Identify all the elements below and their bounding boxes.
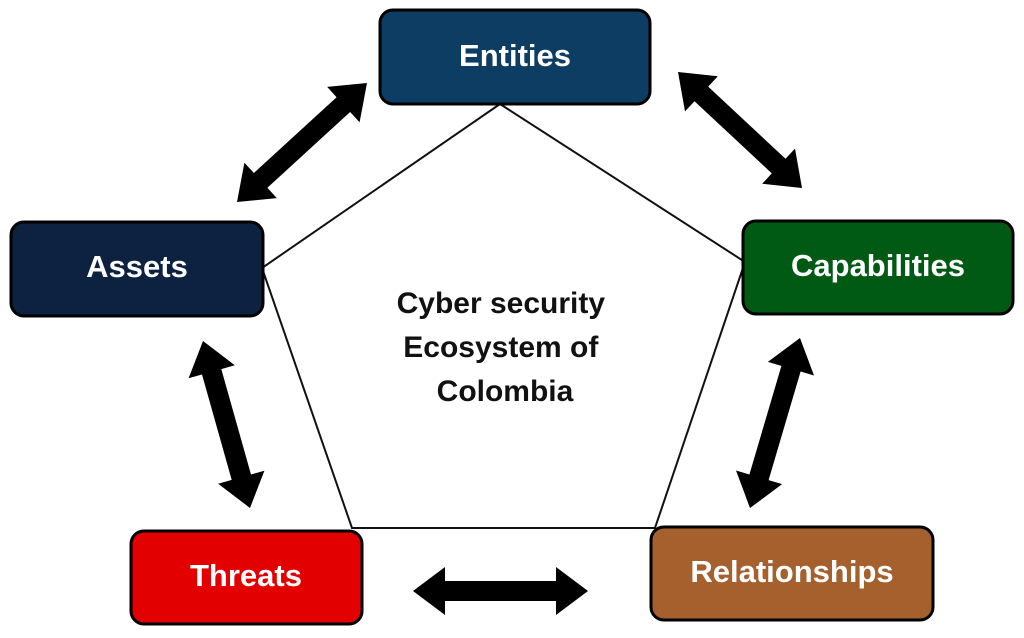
node-threats-box <box>129 529 364 626</box>
arrow-entities-assets <box>237 83 367 202</box>
arrow-threats-relationships <box>413 567 588 615</box>
node-relationships-box <box>649 525 935 622</box>
node-relationships-label: Relationships <box>690 554 893 589</box>
center-title: Cyber security Ecosystem of Colombia <box>397 287 614 408</box>
node-capabilities: Capabilities <box>741 219 1015 316</box>
center-pentagon <box>260 102 747 529</box>
arrow-assets-threats <box>188 341 265 508</box>
arrows <box>188 72 814 615</box>
center-line-2: Ecosystem of <box>403 331 599 364</box>
node-threats: Threats <box>129 529 364 626</box>
node-entities-box <box>378 8 652 106</box>
node-assets: Assets <box>9 220 265 318</box>
center-line-1: Cyber security <box>397 287 606 320</box>
node-assets-box <box>9 220 265 318</box>
arrow-capabilities-relationships <box>736 338 814 508</box>
node-entities-label: Entities <box>459 38 571 73</box>
node-relationships: Relationships <box>649 525 935 622</box>
center-line-3: Colombia <box>437 375 574 408</box>
node-assets-label: Assets <box>86 249 188 284</box>
node-capabilities-box <box>741 219 1015 316</box>
node-threats-label: Threats <box>190 558 302 593</box>
arrow-entities-capabilities <box>678 72 802 188</box>
node-entities: Entities <box>378 8 652 106</box>
node-capabilities-label: Capabilities <box>791 248 965 283</box>
